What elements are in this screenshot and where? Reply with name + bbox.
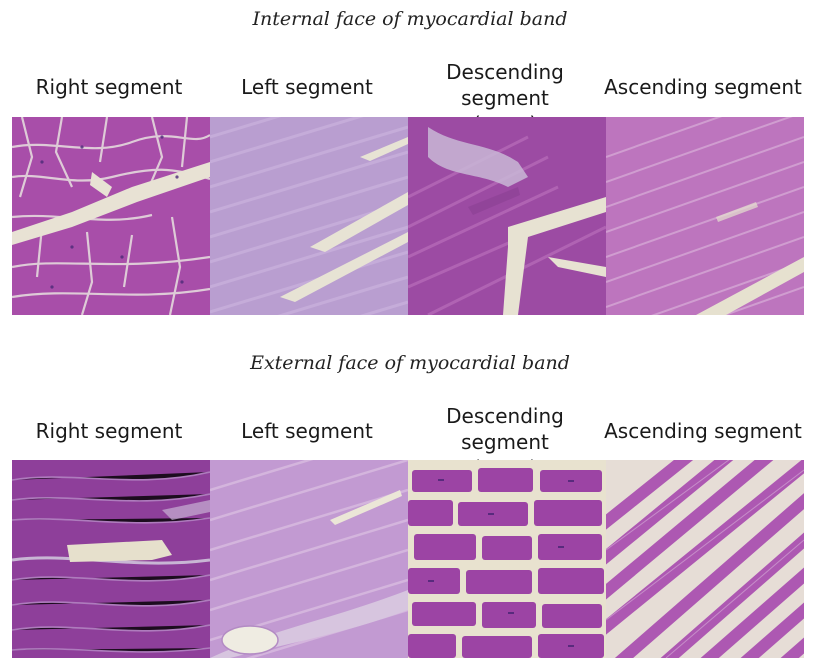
column-label-ascending: Ascending segment	[604, 75, 802, 99]
micrograph-internal-ascending	[606, 117, 804, 315]
micrograph-external-descending	[408, 460, 606, 658]
micrograph-internal-right	[12, 117, 210, 315]
column-label-descending: Descending segment (apex)	[446, 60, 564, 136]
micrograph-external-right	[12, 460, 210, 658]
column-label-left: Left segment	[241, 75, 373, 99]
column-label-right: Right segment	[35, 75, 183, 99]
column-labels-external: Right segment Left segment Descending se…	[10, 404, 810, 480]
panel-row-external	[12, 460, 804, 658]
section-title-internal: Internal face of myocardial band	[252, 8, 568, 30]
panel-row-internal	[12, 117, 804, 315]
column-label-ascending: Ascending segment	[604, 419, 802, 443]
micrograph-external-ascending	[606, 460, 804, 658]
micrograph-internal-left	[210, 117, 408, 315]
column-label-right: Right segment	[35, 419, 183, 443]
micrograph-external-left	[210, 460, 408, 658]
column-label-descending: Descending segment (apex)	[446, 404, 564, 480]
section-title-external: External face of myocardial band	[250, 352, 570, 374]
column-label-left: Left segment	[241, 419, 373, 443]
column-labels-internal: Right segment Left segment Descending se…	[10, 60, 810, 136]
micrograph-internal-descending	[408, 117, 606, 315]
